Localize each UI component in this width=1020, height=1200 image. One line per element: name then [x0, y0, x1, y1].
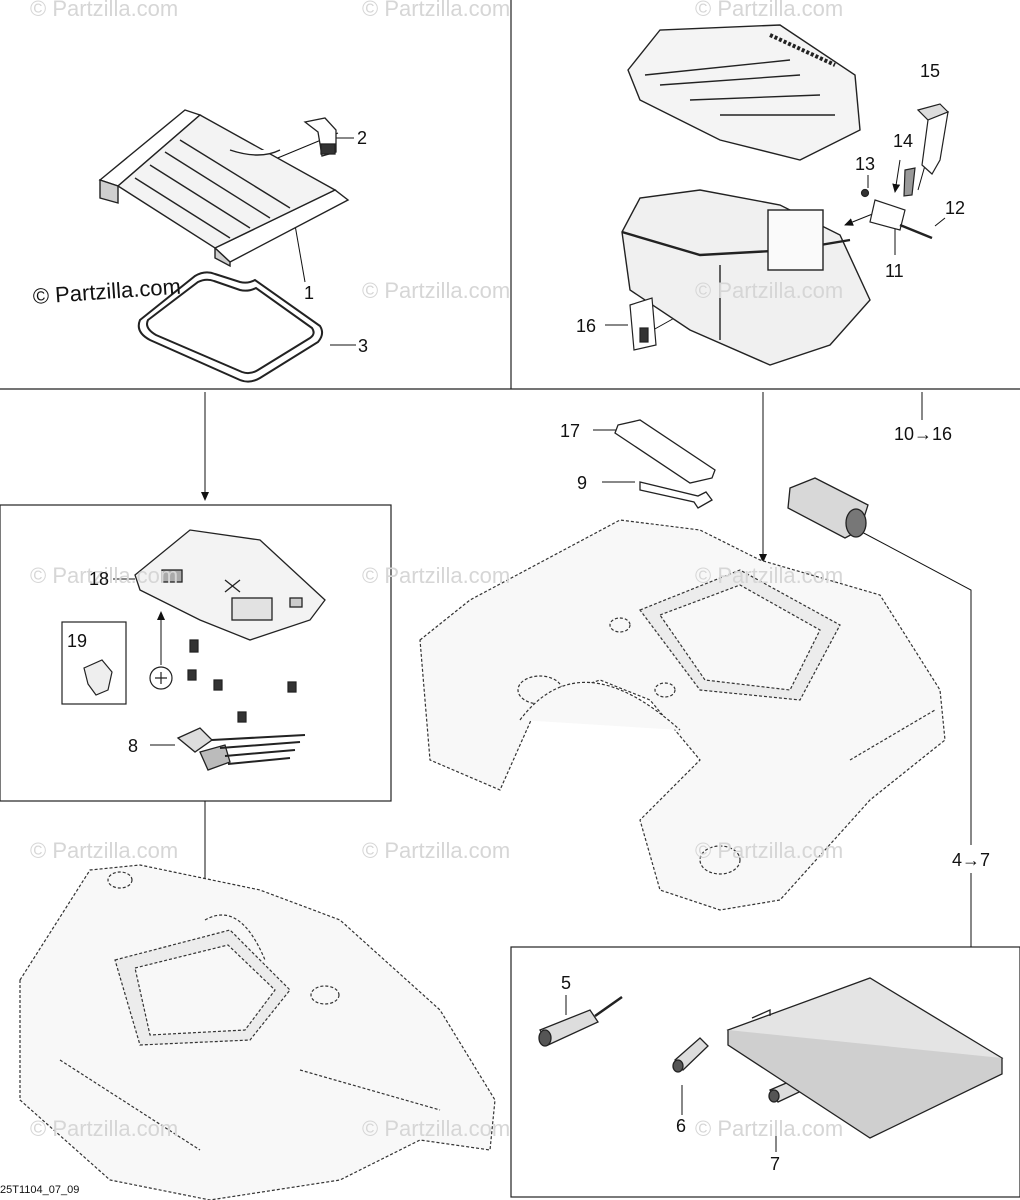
part-8-harness — [176, 727, 306, 771]
storage-box-lid — [627, 24, 861, 161]
callout-1[interactable]: 1 — [304, 283, 315, 303]
rear-fender-lower — [19, 864, 496, 1200]
part-6-spark-plug-wrench — [672, 1037, 709, 1073]
callout-11[interactable]: 11 — [885, 261, 904, 281]
callout-7[interactable]: 7 — [770, 1154, 781, 1174]
part-17-bracket — [614, 419, 716, 484]
rear-rack — [98, 109, 350, 268]
callout-19[interactable]: 19 — [67, 631, 88, 651]
callout-9[interactable]: 9 — [577, 473, 588, 493]
catalog-code: 25T1104_07_09 — [0, 1184, 80, 1196]
part-15-strap — [921, 111, 949, 175]
range-4-7: 4→7 — [952, 850, 991, 870]
panel-storage-tray — [0, 504, 392, 802]
arrow-latch — [844, 212, 876, 226]
tool-bag — [787, 477, 869, 539]
arrow-14 — [892, 159, 901, 193]
panel-tool-kit — [510, 946, 1020, 1198]
part-5-screwdriver — [538, 995, 623, 1047]
leader-1 — [294, 224, 306, 283]
callout-14[interactable]: 14 — [893, 131, 914, 151]
rear-fender-center — [419, 519, 946, 911]
part-12-bolt — [899, 223, 933, 240]
range-10-16: 10→16 — [894, 424, 953, 444]
part-13-pin — [860, 188, 870, 198]
callout-15[interactable]: 15 — [920, 61, 941, 81]
leader-4-7-upper — [857, 529, 972, 845]
part-11-latch — [869, 199, 906, 231]
part-19-inset — [61, 621, 297, 723]
callout-8[interactable]: 8 — [128, 736, 139, 756]
callout-3[interactable]: 3 — [358, 336, 369, 356]
callout-12[interactable]: 12 — [945, 198, 966, 218]
callout-6[interactable]: 6 — [676, 1116, 687, 1136]
storage-tray — [134, 529, 326, 641]
callout-13[interactable]: 13 — [855, 154, 876, 174]
leader-12 — [934, 217, 946, 227]
part-9-wrench — [639, 481, 713, 509]
part-2-clip — [303, 117, 337, 157]
latch-parts — [629, 103, 950, 351]
part-3-gasket — [137, 271, 324, 383]
part-16-clip — [629, 297, 657, 351]
part-14-spring — [903, 167, 916, 197]
storage-box-tub — [621, 189, 871, 366]
callout-17[interactable]: 17 — [560, 421, 581, 441]
callout-18[interactable]: 18 — [89, 569, 110, 589]
callout-16[interactable]: 16 — [576, 316, 597, 336]
callout-5[interactable]: 5 — [561, 973, 572, 993]
owners-manual — [726, 977, 1004, 1139]
callout-2[interactable]: 2 — [357, 128, 368, 148]
